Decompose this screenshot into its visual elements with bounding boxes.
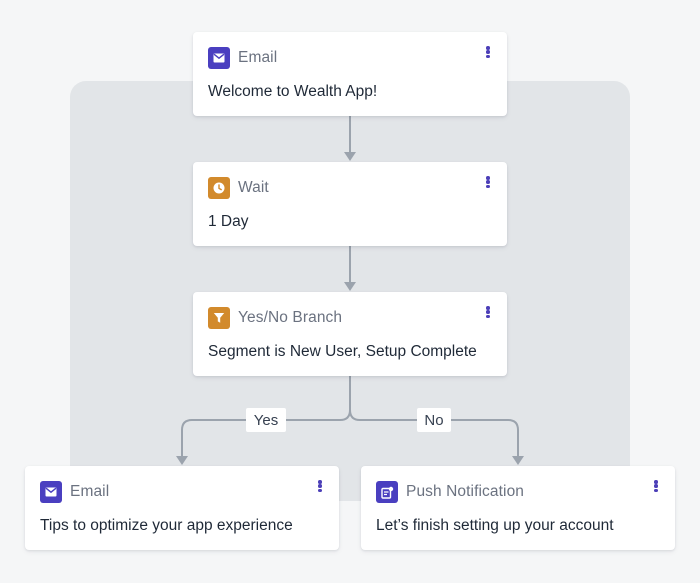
email-node[interactable]: Email Welcome to Wealth App! — [193, 32, 507, 116]
wait-node[interactable]: Wait 1 Day — [193, 162, 507, 246]
filter-icon — [208, 307, 230, 329]
node-type-label: Wait — [238, 179, 269, 196]
node-type-label: Email — [70, 483, 110, 500]
more-options-icon[interactable] — [483, 304, 493, 320]
push-notification-icon — [376, 481, 398, 503]
email-node-yes-branch[interactable]: Email Tips to optimize your app experien… — [25, 466, 339, 550]
more-options-icon[interactable] — [651, 478, 661, 494]
node-content: 1 Day — [208, 213, 249, 230]
branch-node[interactable]: Yes/No Branch Segment is New User, Setup… — [193, 292, 507, 376]
more-options-icon[interactable] — [483, 44, 493, 60]
node-content: Tips to optimize your app experience — [40, 517, 293, 534]
node-type-label: Yes/No Branch — [238, 309, 343, 326]
yes-branch-label: Yes — [246, 408, 286, 432]
arrowhead-to-wait — [344, 152, 356, 161]
node-type-label: Email — [238, 49, 278, 66]
node-content: Let’s finish setting up your account — [376, 517, 614, 534]
node-content: Segment is New User, Setup Complete — [208, 343, 477, 360]
arrowhead-to-yes — [176, 456, 188, 465]
arrowhead-to-no — [512, 456, 524, 465]
more-options-icon[interactable] — [315, 478, 325, 494]
clock-icon — [208, 177, 230, 199]
envelope-icon — [208, 47, 230, 69]
node-content: Welcome to Wealth App! — [208, 83, 378, 100]
arrowhead-to-branch — [344, 282, 356, 291]
connector-branch-no — [349, 409, 519, 457]
envelope-icon — [40, 481, 62, 503]
more-options-icon[interactable] — [483, 174, 493, 190]
node-type-label: Push Notification — [406, 483, 525, 500]
no-branch-label: No — [417, 408, 451, 432]
push-notification-node-no-branch[interactable]: Push Notification Let’s finish setting u… — [361, 466, 675, 550]
